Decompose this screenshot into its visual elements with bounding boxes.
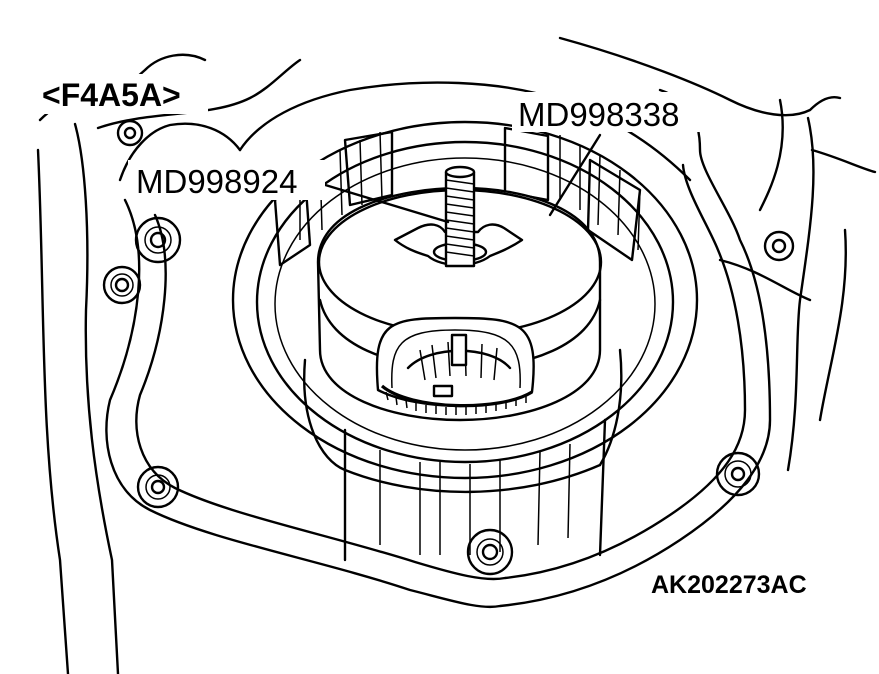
tool-label-left: MD998924: [136, 163, 297, 200]
bolt-hole: [116, 119, 144, 147]
bolt-hole: [466, 528, 514, 576]
special-tool: [316, 165, 603, 422]
leader-lines: [320, 133, 602, 224]
tool-label-right: MD998338: [518, 96, 679, 133]
figure-id: AK202273AC: [651, 571, 807, 599]
bolt-holes: [102, 119, 795, 576]
label-backdrop: [128, 160, 325, 200]
bolt-hole: [136, 465, 180, 509]
label-backdrop: [512, 92, 708, 132]
bolt-hole: [134, 216, 182, 264]
bolt-hole: [715, 451, 761, 497]
variant-label: <F4A5A>: [42, 77, 181, 113]
transaxle-case: [36, 36, 877, 674]
bolt-hole: [102, 265, 142, 305]
leader-line-right: [548, 133, 602, 217]
label-backdrop: [36, 74, 208, 114]
leader-line-left: [320, 182, 450, 224]
bolt-hole: [763, 230, 795, 262]
